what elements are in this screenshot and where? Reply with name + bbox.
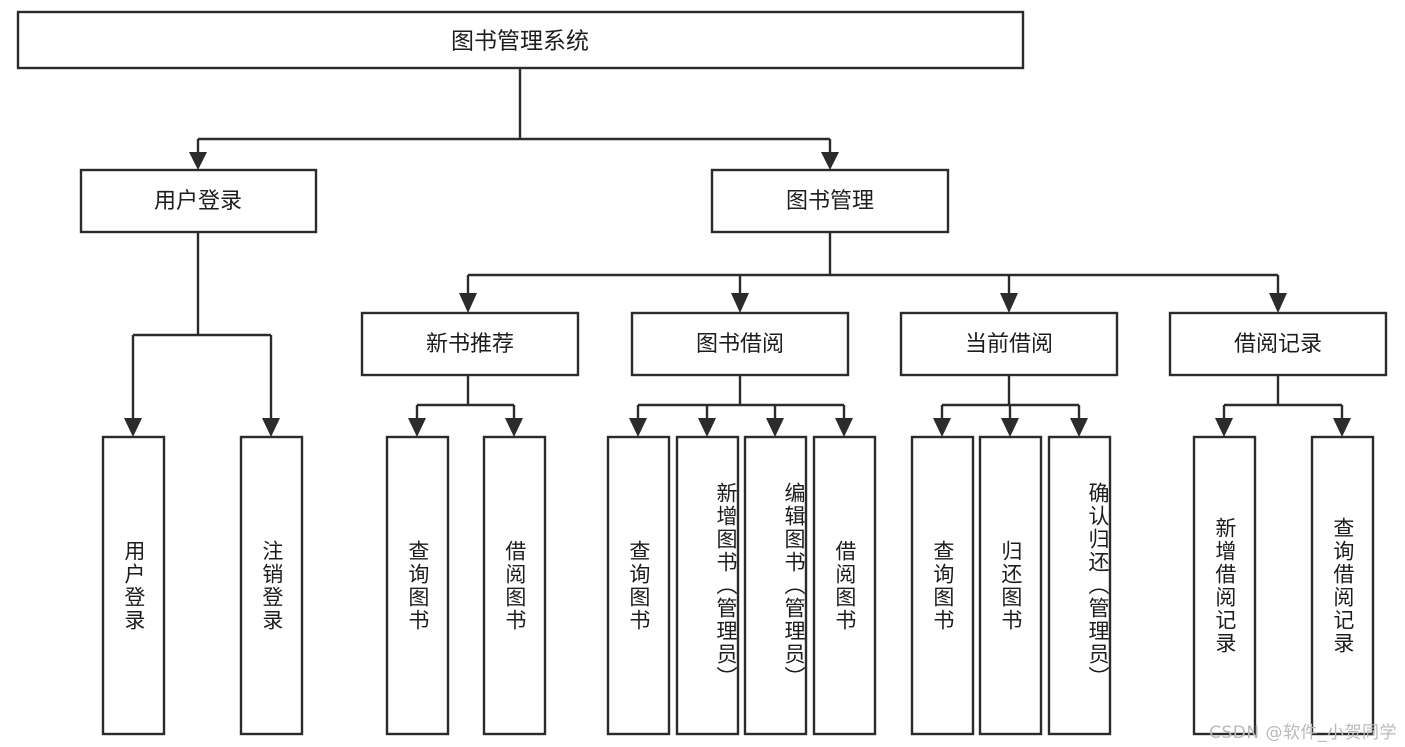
leaf-borrow-record-0[interactable] xyxy=(1192,435,1257,736)
label-user-login: 用户登录 xyxy=(154,189,242,214)
leaf-label-book-borrow-2: 编辑图书（管理员） xyxy=(782,482,806,689)
leaf-label-book-borrow-1: 新增图书（管理员） xyxy=(714,482,738,689)
leaf-user-login-0[interactable] xyxy=(101,435,166,736)
node-labels: 图书管理系统 用户登录 图书管理 新书推荐 图书借阅 当前借阅 借阅记录 xyxy=(154,29,1322,358)
node-root[interactable] xyxy=(16,10,1025,70)
arrowhead-cb-leaf3 xyxy=(1070,418,1088,437)
node-boxes xyxy=(16,10,1388,736)
leaf-current-borrow-2[interactable] xyxy=(1047,435,1112,736)
arrowhead-leaf-user-login xyxy=(124,418,142,437)
arrowhead-borrow-record xyxy=(1269,293,1287,313)
label-borrow-record: 借阅记录 xyxy=(1234,332,1322,357)
node-book-management[interactable] xyxy=(710,168,950,234)
arrowhead-current-borrow xyxy=(1000,293,1018,313)
arrowhead-nb-leaf1 xyxy=(408,418,426,437)
arrowhead-user-login xyxy=(189,152,207,170)
label-new-book-recommend: 新书推荐 xyxy=(426,332,514,357)
arrowhead-book-mgmt xyxy=(821,152,839,170)
arrowhead-nb-leaf2 xyxy=(505,418,523,437)
arrowhead-bb-leaf2 xyxy=(698,418,716,437)
leaf-label-current-borrow-1: 归还图书 xyxy=(998,539,1023,632)
leaf-label-borrow-record-1: 查询借阅记录 xyxy=(1330,516,1355,655)
leaf-label-book-borrow-0: 查询图书 xyxy=(626,539,651,632)
leaf-label-borrow-record-0: 新增借阅记录 xyxy=(1212,516,1237,655)
arrowhead-bb-leaf3 xyxy=(766,418,784,437)
label-current-borrow: 当前借阅 xyxy=(965,332,1053,357)
leaf-user-login-1[interactable] xyxy=(239,435,304,736)
arrowhead-br-leaf2 xyxy=(1333,418,1351,437)
leaf-label-new-book-0: 查询图书 xyxy=(405,539,430,632)
node-current-borrow[interactable] xyxy=(899,311,1119,377)
leaf-borrow-record-1[interactable] xyxy=(1310,435,1375,736)
arrowhead-new-book xyxy=(459,293,477,313)
leaf-new-book-0[interactable] xyxy=(385,435,450,736)
watermark-text: CSDN @软件_小贺同学 xyxy=(1209,723,1397,743)
label-book-borrow: 图书借阅 xyxy=(696,332,784,357)
node-new-book-recommend[interactable] xyxy=(360,311,580,377)
leaf-current-borrow-1[interactable] xyxy=(978,435,1043,736)
leaf-book-borrow-2[interactable] xyxy=(743,435,808,736)
leaf-current-borrow-0[interactable] xyxy=(910,435,975,736)
leaf-label-current-borrow-2: 确认归还（管理员） xyxy=(1086,482,1110,689)
arrowhead-br-leaf1 xyxy=(1215,418,1233,437)
label-book-management: 图书管理 xyxy=(786,189,874,214)
leaf-new-book-1[interactable] xyxy=(482,435,547,736)
leaf-label-new-book-1: 借阅图书 xyxy=(502,539,527,632)
leaf-label-user-login-0: 用户登录 xyxy=(121,539,146,632)
arrowhead-leaf-logout xyxy=(262,418,280,437)
node-user-login[interactable] xyxy=(79,168,318,234)
arrowhead-bb-leaf4 xyxy=(835,418,853,437)
arrowhead-book-borrow xyxy=(731,293,749,313)
node-book-borrow[interactable] xyxy=(630,311,850,377)
connectors xyxy=(124,68,1351,437)
node-borrow-record[interactable] xyxy=(1168,311,1388,377)
leaf-book-borrow-3[interactable] xyxy=(812,435,877,736)
leaf-label-user-login-1: 注销登录 xyxy=(259,539,284,632)
label-root: 图书管理系统 xyxy=(451,29,589,55)
leaf-book-borrow-0[interactable] xyxy=(606,435,671,736)
leaf-label-book-borrow-3: 借阅图书 xyxy=(832,539,857,632)
arrowhead-cb-leaf1 xyxy=(933,418,951,437)
leaf-book-borrow-1[interactable] xyxy=(675,435,740,736)
arrowhead-cb-leaf2 xyxy=(1001,418,1019,437)
leaf-label-current-borrow-0: 查询图书 xyxy=(930,539,955,632)
arrowhead-bb-leaf1 xyxy=(629,418,647,437)
